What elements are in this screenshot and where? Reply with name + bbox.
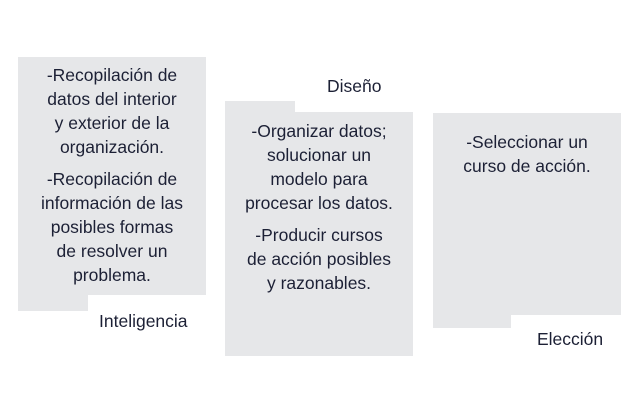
phase-panel-diseno bbox=[225, 101, 413, 356]
phase-label-diseno: Diseño bbox=[327, 76, 382, 96]
paragraph: -Seleccionar un curso de acción. bbox=[463, 132, 591, 176]
phase-panel-inteligencia bbox=[18, 57, 206, 311]
phase-text-eleccion: -Seleccionar un curso de acción. bbox=[433, 130, 621, 186]
phase-text-diseno: -Organizar datos; solucionar un modelo p… bbox=[225, 119, 413, 303]
paragraph: -Producir cursos de acción posibles y ra… bbox=[247, 225, 391, 293]
paragraph: -Organizar datos; solucionar un modelo p… bbox=[245, 121, 393, 213]
panel-notch bbox=[295, 101, 413, 112]
panel-notch bbox=[511, 315, 621, 328]
paragraph: -Recopilación de información de las posi… bbox=[40, 169, 184, 285]
phase-panel-eleccion bbox=[433, 113, 621, 328]
paragraph: -Recopilación de datos del interior y ex… bbox=[46, 65, 178, 157]
panel-notch bbox=[88, 295, 206, 311]
phase-label-inteligencia: Inteligencia bbox=[99, 311, 188, 331]
phase-label-eleccion: Elección bbox=[537, 329, 604, 349]
phase-text-inteligencia: -Recopilación de datos del interior y ex… bbox=[18, 63, 206, 295]
